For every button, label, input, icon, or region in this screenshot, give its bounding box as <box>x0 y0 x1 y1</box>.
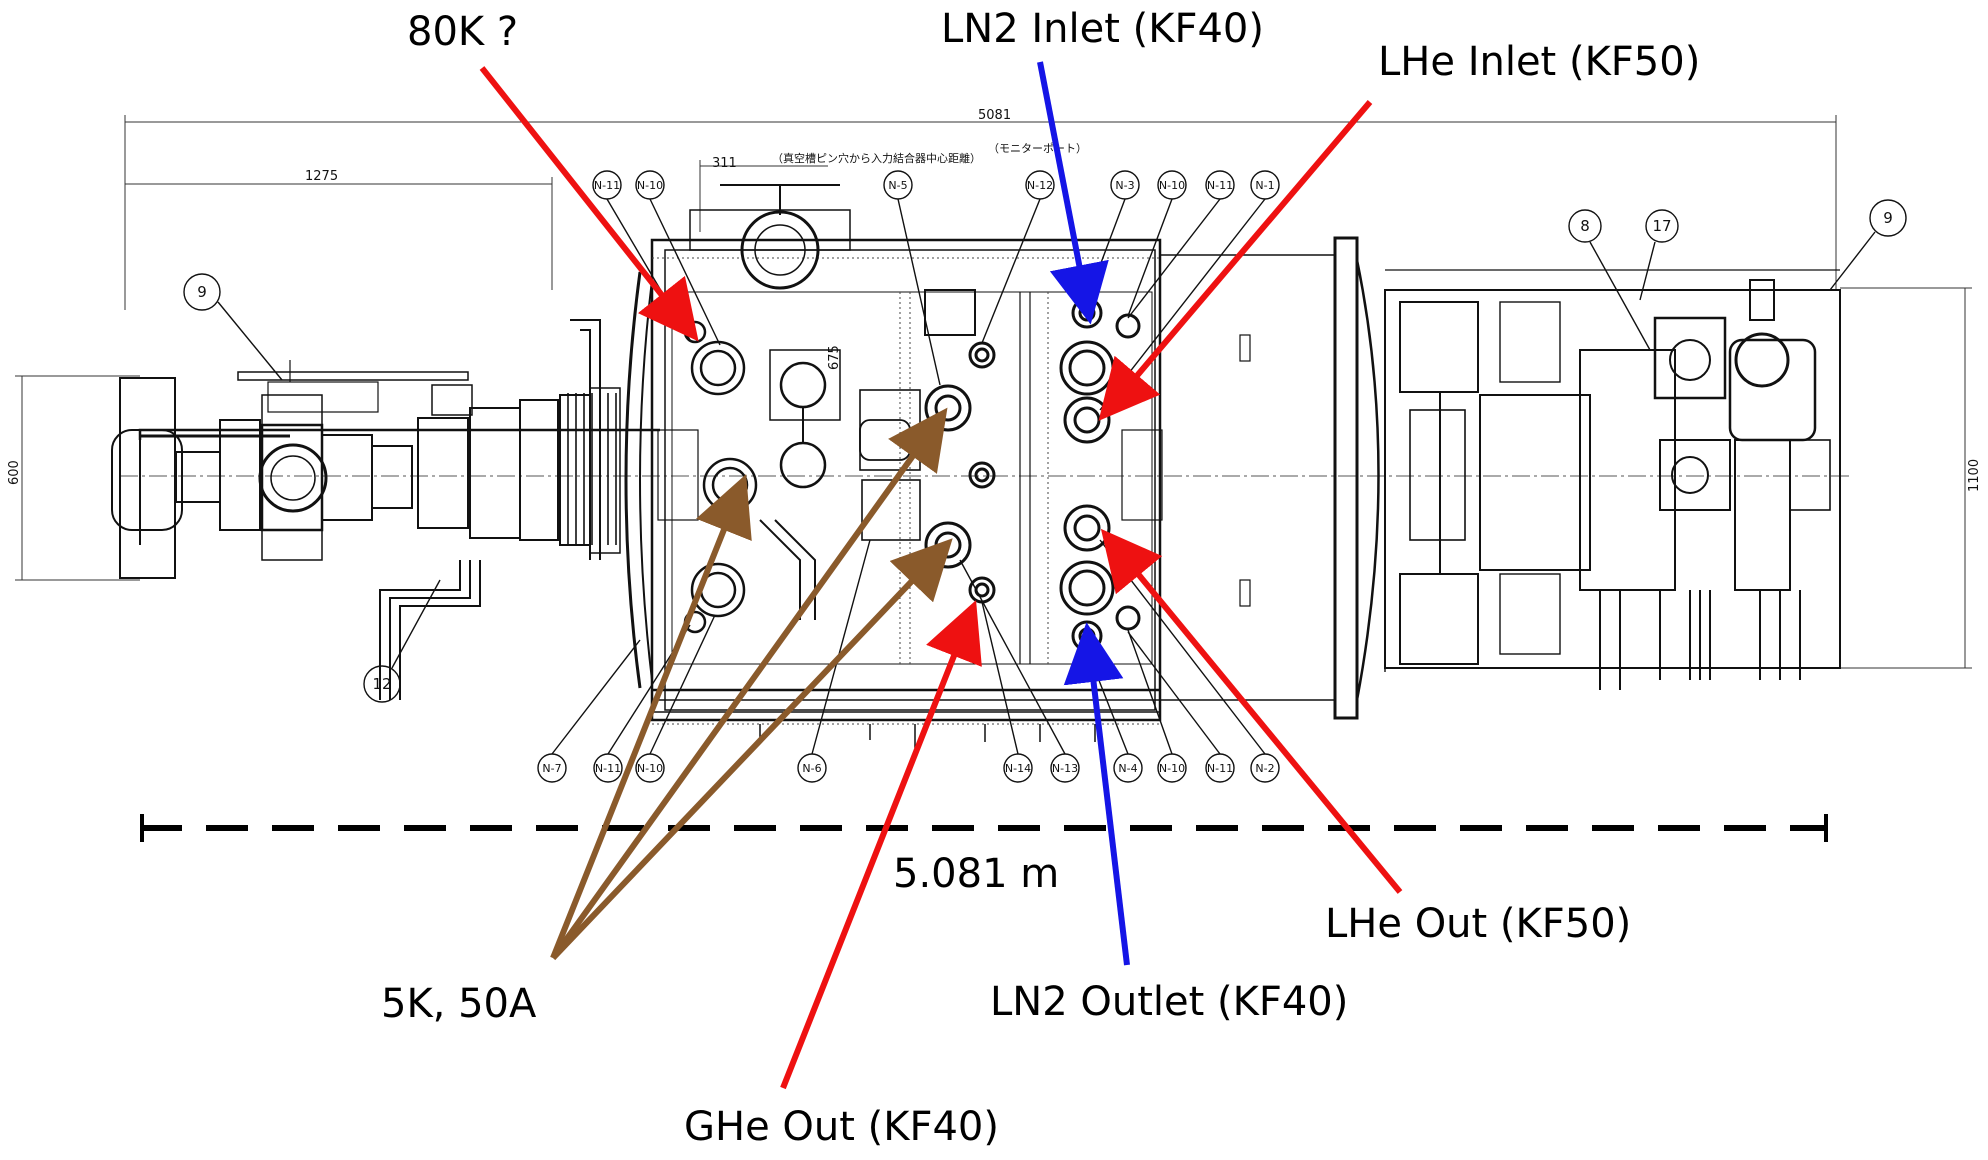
dimension-675: 675 <box>827 345 842 370</box>
label-80k: 80K ? <box>407 9 518 55</box>
dim-1100-label: 1100 <box>1967 459 1982 492</box>
dimension-left: 1275 <box>125 169 553 290</box>
nozzle-tag-top-6: N-10 <box>1159 179 1185 192</box>
arrow-ln2-outlet <box>1063 622 1130 966</box>
nozzle-tag-bottom-7: N-4 <box>1118 762 1137 775</box>
nozzle-tag-bottom-6: N-13 <box>1052 762 1078 775</box>
label-5k-50a: 5K, 50A <box>381 981 537 1027</box>
nozzle-tag-bottom-2: N-11 <box>595 762 621 775</box>
dim-311-label: 311 <box>712 156 737 171</box>
nozzle-tag-bottom-1: N-7 <box>542 762 561 775</box>
part-number-3: 8 <box>1580 217 1590 235</box>
nozzle-tag-top-2: N-10 <box>637 179 663 192</box>
arrow-lhe-out <box>1100 528 1403 894</box>
dim-left-label: 1275 <box>305 169 338 184</box>
dimension-1100: 1100 <box>1840 287 1982 669</box>
nozzle-tag-top-7: N-11 <box>1207 179 1233 192</box>
part-number-4: 17 <box>1652 217 1671 235</box>
arrow-ln2-inlet <box>1037 61 1109 325</box>
label-ghe-out: GHe Out (KF40) <box>684 1104 999 1150</box>
annotation-labels: 80K ? LN2 Inlet (KF40) LHe Inlet (KF50) … <box>381 6 1700 1150</box>
nozzle-tag-bottom-9: N-11 <box>1207 762 1233 775</box>
nozzle-tags-bottom: N-7 N-11 N-10 N-6 N-14 N-13 N-4 N-10 N-1… <box>537 539 1280 783</box>
nozzle-tag-bottom-5: N-14 <box>1005 762 1031 775</box>
arrow-lhe-inlet <box>1098 100 1373 421</box>
engineering-drawing: 5081 1275 311 （真空槽ピン穴から入力結合器中心距離） （モニターポ… <box>7 108 1982 783</box>
scale-label: 5.081 m <box>893 851 1059 897</box>
arrow-80k <box>479 66 699 342</box>
nozzle-tag-top-4: N-12 <box>1027 179 1053 192</box>
part-number-1: 9 <box>197 283 207 301</box>
scale-bar: 5.081 m <box>140 814 1828 897</box>
vacuum-vessel <box>624 184 1163 748</box>
label-lhe-inlet: LHe Inlet (KF50) <box>1378 39 1700 85</box>
nozzle-tag-bottom-10: N-2 <box>1255 762 1274 775</box>
nozzle-tag-top-8: N-1 <box>1255 179 1274 192</box>
dimension-overall: 5081 <box>124 108 1837 310</box>
nozzle-tag-bottom-8: N-10 <box>1159 762 1185 775</box>
dimension-311: 311 （真空槽ピン穴から入力結合器中心距離） （モニターポート） <box>699 142 1087 232</box>
nozzle-tag-bottom-4: N-6 <box>802 762 821 775</box>
note-monitor: （モニターポート） <box>988 142 1087 155</box>
part-number-5: 9 <box>1883 209 1893 227</box>
dim-675-label: 675 <box>827 345 842 370</box>
arrow-5k-50a-2 <box>550 407 948 960</box>
note-vacuum: （真空槽ピン穴から入力結合器中心距離） <box>772 151 981 165</box>
port-flanges <box>683 297 1141 652</box>
arrow-ghe-out <box>780 600 982 1090</box>
left-coupler-assembly <box>111 319 660 700</box>
dim-overall-label: 5081 <box>978 108 1011 123</box>
dimension-600: 600 <box>7 375 140 581</box>
nozzle-tag-top-5: N-3 <box>1115 179 1134 192</box>
annotation-arrows <box>479 61 1403 1090</box>
nozzle-tag-top-3: N-5 <box>888 179 907 192</box>
right-end-assembly <box>1160 236 1841 720</box>
part-number-2: 12 <box>372 675 391 693</box>
label-ln2-inlet: LN2 Inlet (KF40) <box>941 6 1264 52</box>
arrow-5k-50a-1 <box>550 474 752 960</box>
label-lhe-out: LHe Out (KF50) <box>1325 901 1631 947</box>
label-ln2-outlet: LN2 Outlet (KF40) <box>990 979 1348 1025</box>
part-callouts: 9 12 8 17 9 <box>183 199 1907 703</box>
nozzle-tag-top-1: N-11 <box>594 179 620 192</box>
dim-600-label: 600 <box>7 460 22 485</box>
nozzle-tag-bottom-3: N-10 <box>637 762 663 775</box>
arrow-5k-50a-3 <box>550 538 953 961</box>
